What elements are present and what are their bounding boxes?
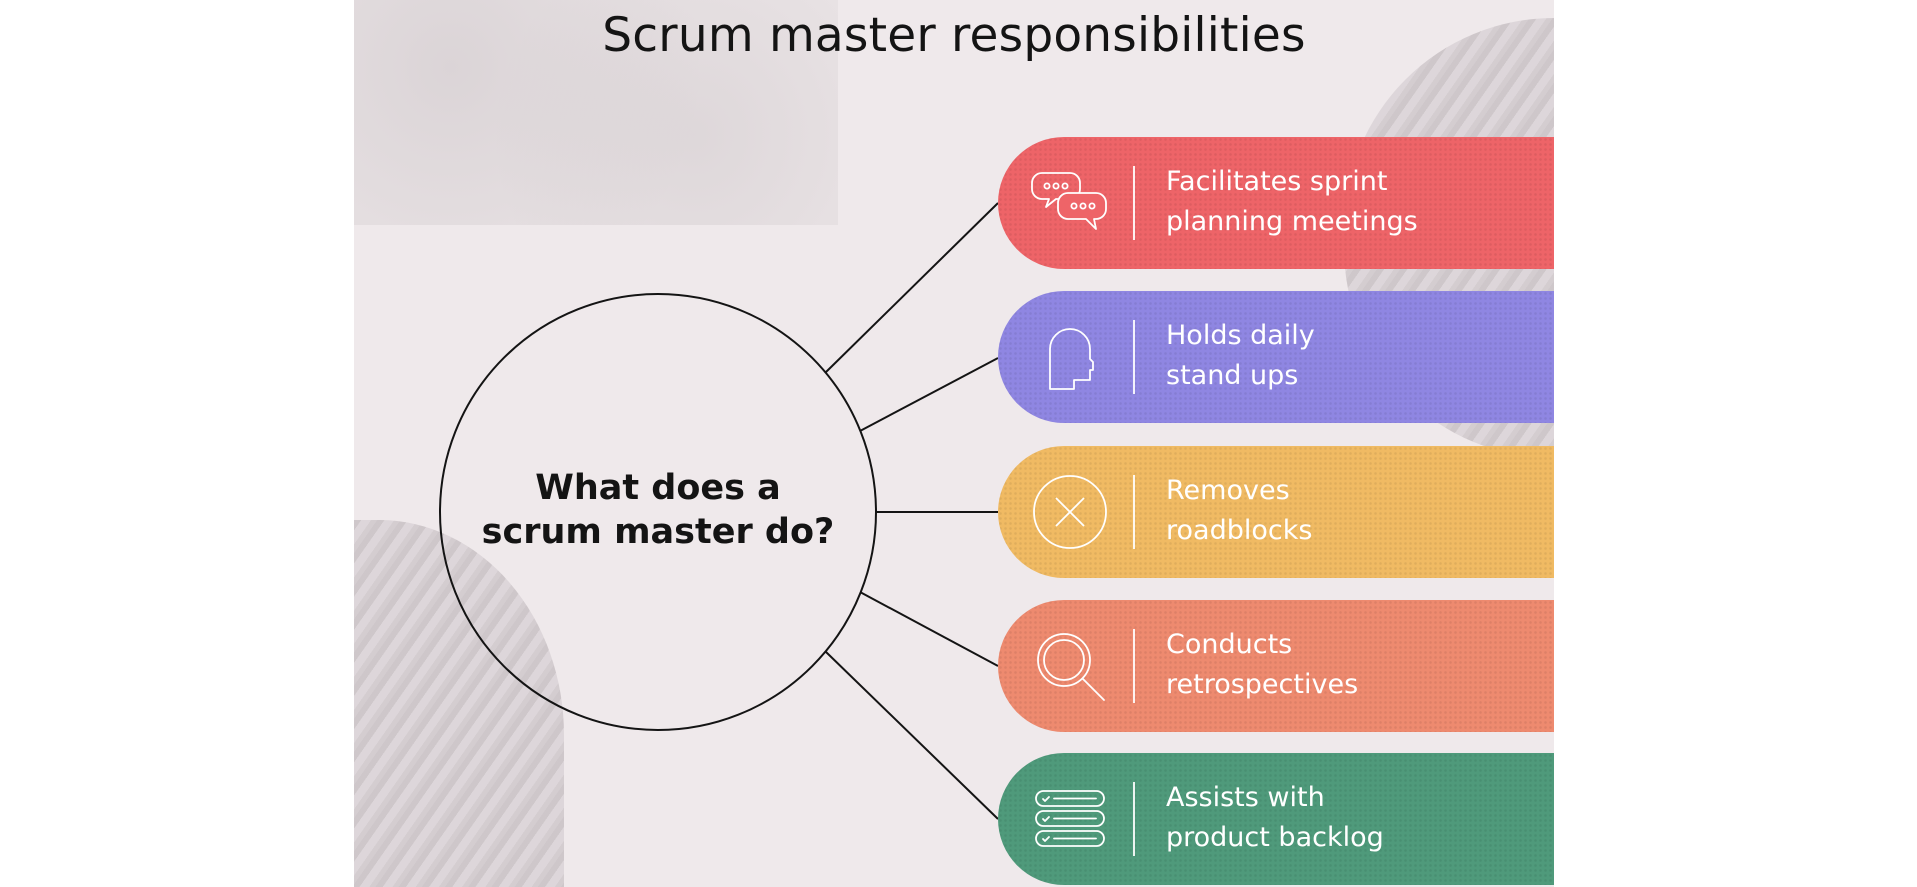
label-line: product backlog [1166,822,1384,853]
responsibility-label: Facilitates sprint planning meetings [1166,162,1418,242]
background-texture-block [354,0,838,225]
label-line: retrospectives [1166,669,1359,700]
responsibility-band-retrospectives: Conducts retrospectives [998,600,1554,732]
connector-line [824,202,999,374]
hub-line: What does a [535,468,781,508]
page-title: Scrum master responsibilities [602,8,1306,63]
label-line: Holds daily [1166,320,1315,351]
background-stone-circle [354,520,564,887]
label-line: Facilitates sprint [1166,166,1388,197]
label-line: Assists with [1166,782,1325,813]
responsibility-label: Holds daily stand ups [1166,316,1315,396]
band-divider [1133,629,1135,703]
responsibility-label: Conducts retrospectives [1166,625,1358,705]
label-line: stand ups [1166,360,1299,391]
band-divider [1133,782,1135,856]
responsibility-band-stand-ups: Holds daily stand ups [998,291,1554,423]
circle-x-icon [1030,472,1110,552]
infographic: Scrum master responsibilities What does … [354,0,1554,887]
band-divider [1133,475,1135,549]
responsibility-band-sprint-planning: Facilitates sprint planning meetings [998,137,1554,269]
band-divider [1133,320,1135,394]
head-profile-icon [1030,317,1110,397]
label-line: Conducts [1166,629,1293,660]
responsibility-band-product-backlog: Assists with product backlog [998,753,1554,885]
responsibility-label: Assists with product backlog [1166,778,1384,858]
checklist-icon [1030,779,1110,859]
responsibility-label: Removes roadblocks [1166,471,1312,551]
connector-line [859,591,999,667]
band-divider [1133,166,1135,240]
chat-bubbles-icon [1030,163,1110,243]
responsibility-band-roadblocks: Removes roadblocks [998,446,1554,578]
label-line: roadblocks [1166,515,1313,546]
hub-question: What does a scrum master do? [440,466,876,554]
label-line: Removes [1166,475,1290,506]
connector-line [824,650,999,820]
hub-line: scrum master do? [481,512,835,552]
magnifier-icon [1030,626,1110,706]
connector-diagram [439,202,999,820]
connector-line [859,357,999,432]
label-line: planning meetings [1166,206,1418,237]
